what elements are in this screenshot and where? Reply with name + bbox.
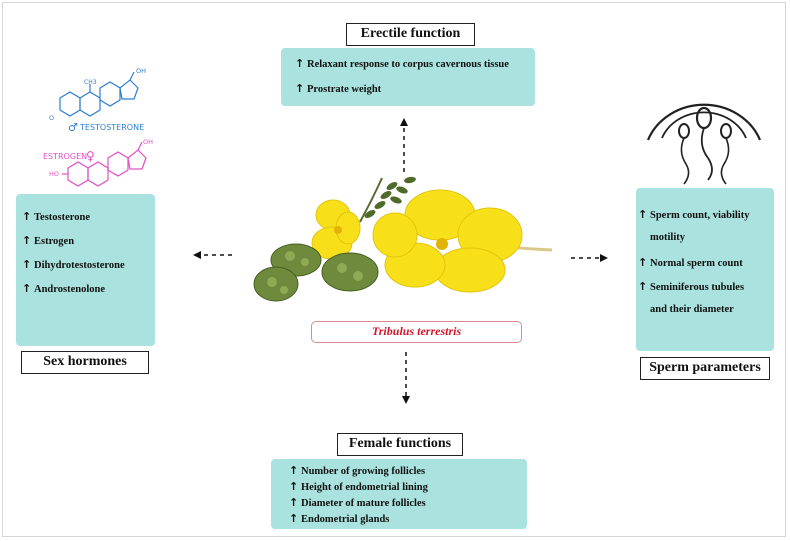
tribulus-flower-illustration — [253, 176, 553, 302]
species-label: Tribulus terrestris — [311, 321, 522, 343]
estrogen-molecule — [62, 141, 147, 187]
erectile-item: ↑Prostrate weight — [295, 82, 382, 95]
male-symbol-icon: ♂ — [68, 121, 78, 134]
erectile-function-title: Erectile function — [346, 23, 475, 46]
hormone-item: ↑Androstenolone — [22, 282, 105, 295]
erectile-item: ↑Relaxant response to corpus cavernous t… — [295, 57, 509, 70]
up-arrow-icon: ↑ — [22, 282, 32, 295]
up-arrow-icon: ↑ — [289, 496, 299, 509]
ho-label: HO — [49, 170, 59, 178]
up-arrow-icon: ↑ — [638, 208, 648, 221]
up-arrow-icon: ↑ — [638, 256, 648, 269]
hormone-item: ↑Estrogen — [22, 234, 75, 247]
female-item: ↑Endometrial glands — [289, 512, 390, 525]
oh-label: OH — [136, 67, 146, 75]
sperm-parameters-title: Sperm parameters — [640, 357, 770, 380]
female-item: ↑Diameter of mature follicles — [289, 496, 426, 509]
female-item: ↑Height of endometrial lining — [289, 480, 428, 493]
up-arrow-icon: ↑ — [22, 258, 32, 271]
connector-arrows — [193, 118, 608, 404]
sex-hormones-panel: ↑Testosterone ↑Estrogen ↑Dihydrotestoste… — [16, 194, 155, 346]
sperm-item: ↑Sperm count, viability — [638, 208, 750, 221]
up-arrow-icon: ↑ — [295, 82, 305, 95]
sperm-item-continuation: motility — [650, 232, 685, 243]
hormone-item: ↑Dihydrotestosterone — [22, 258, 125, 271]
ch3-label: CH3 — [84, 79, 97, 86]
erectile-function-panel: ↑Relaxant response to corpus cavernous t… — [281, 48, 535, 106]
sperm-illustration — [646, 103, 762, 185]
hormone-item: ↑Testosterone — [22, 210, 90, 223]
up-arrow-icon: ↑ — [289, 512, 299, 525]
estrogen-label: ESTROGEN — [43, 152, 87, 161]
sperm-item: ↑Normal sperm count — [638, 256, 743, 269]
o-label: O — [49, 114, 54, 122]
up-arrow-icon: ↑ — [295, 57, 305, 70]
female-item: ↑Number of growing follicles — [289, 464, 426, 477]
sperm-item-continuation: and their diameter — [650, 304, 734, 315]
up-arrow-icon: ↑ — [22, 210, 32, 223]
testosterone-label: TESTOSTERONE — [79, 123, 144, 132]
testosterone-molecule — [59, 71, 139, 117]
female-functions-title: Female functions — [337, 433, 463, 456]
sperm-item: ↑Seminiferous tubules — [638, 280, 745, 293]
sperm-parameters-panel: ↑Sperm count, viability motility ↑Normal… — [636, 188, 774, 351]
female-functions-panel: ↑Number of growing follicles ↑Height of … — [271, 459, 527, 529]
oh-label: OH — [143, 138, 153, 146]
up-arrow-icon: ↑ — [289, 480, 299, 493]
up-arrow-icon: ↑ — [638, 280, 648, 293]
up-arrow-icon: ↑ — [289, 464, 299, 477]
female-symbol-icon: ♀ — [86, 149, 95, 163]
up-arrow-icon: ↑ — [22, 234, 32, 247]
sex-hormones-title: Sex hormones — [21, 351, 149, 374]
